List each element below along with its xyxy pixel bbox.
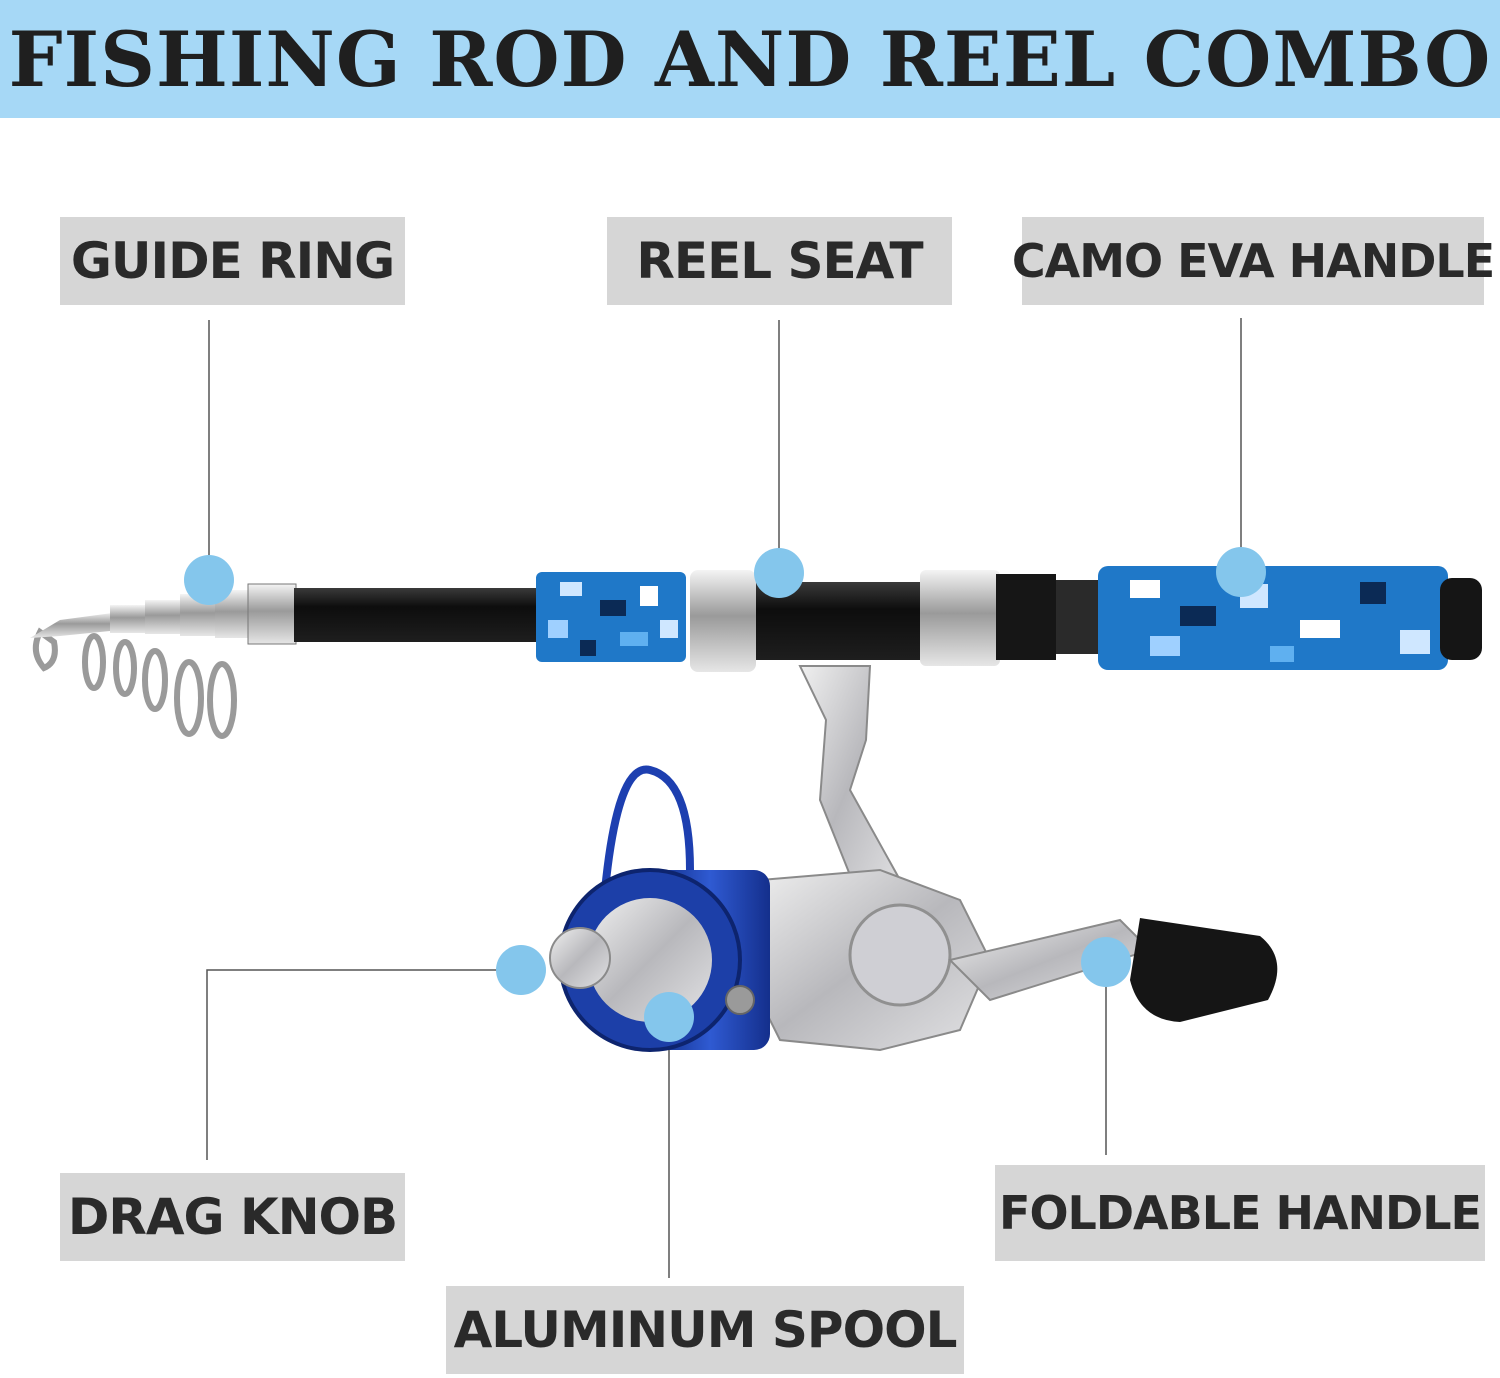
- callout-dots: [184, 547, 1266, 1042]
- butt-cap: [1440, 578, 1482, 660]
- drag-knob-dot: [496, 945, 546, 995]
- rear-camo-handle: [1098, 566, 1448, 670]
- title-banner: FISHING ROD AND REEL COMBO: [0, 0, 1500, 118]
- reel-seat-dot: [754, 548, 804, 598]
- rod-tip-sections: [30, 583, 297, 645]
- guide-ring-label: GUIDE RING: [60, 217, 405, 305]
- aluminum-spool-label: ALUMINUM SPOOL: [446, 1286, 964, 1374]
- rotor-housing: [848, 903, 952, 1007]
- foldable-handle-label: FOLDABLE HANDLE: [995, 1165, 1485, 1261]
- page-title: FISHING ROD AND REEL COMBO: [8, 14, 1492, 104]
- spool-face-inner: [588, 898, 712, 1022]
- bail-wire: [596, 765, 694, 961]
- leader-lines: [206, 318, 1242, 1278]
- drag-knob-leader: [206, 969, 521, 1160]
- reel-seat-front-hood: [690, 570, 756, 672]
- guide-ring-dot: [184, 555, 234, 605]
- camo-eva-handle-label: CAMO EVA HANDLE: [1012, 217, 1495, 305]
- foldable-handle-dot: [1081, 937, 1131, 987]
- aluminum-spool-dot: [644, 992, 694, 1042]
- rod-guides: [32, 627, 237, 739]
- camo-handle-dot: [1216, 547, 1266, 597]
- front-camo-grip: [536, 572, 686, 662]
- reel-stem: [798, 665, 902, 902]
- handle-knob: [1130, 918, 1278, 1022]
- reel-seat-rear-hood: [920, 570, 1000, 666]
- drag-knob: [549, 927, 611, 989]
- rod-butt-collar: [1056, 580, 1106, 654]
- line-roller: [725, 985, 755, 1015]
- drag-knob-label: DRAG KNOB: [60, 1173, 405, 1261]
- reel-seat-label: REEL SEAT: [607, 217, 952, 305]
- rod-blank: [294, 588, 554, 642]
- reel-seat-lock-nut: [996, 574, 1056, 660]
